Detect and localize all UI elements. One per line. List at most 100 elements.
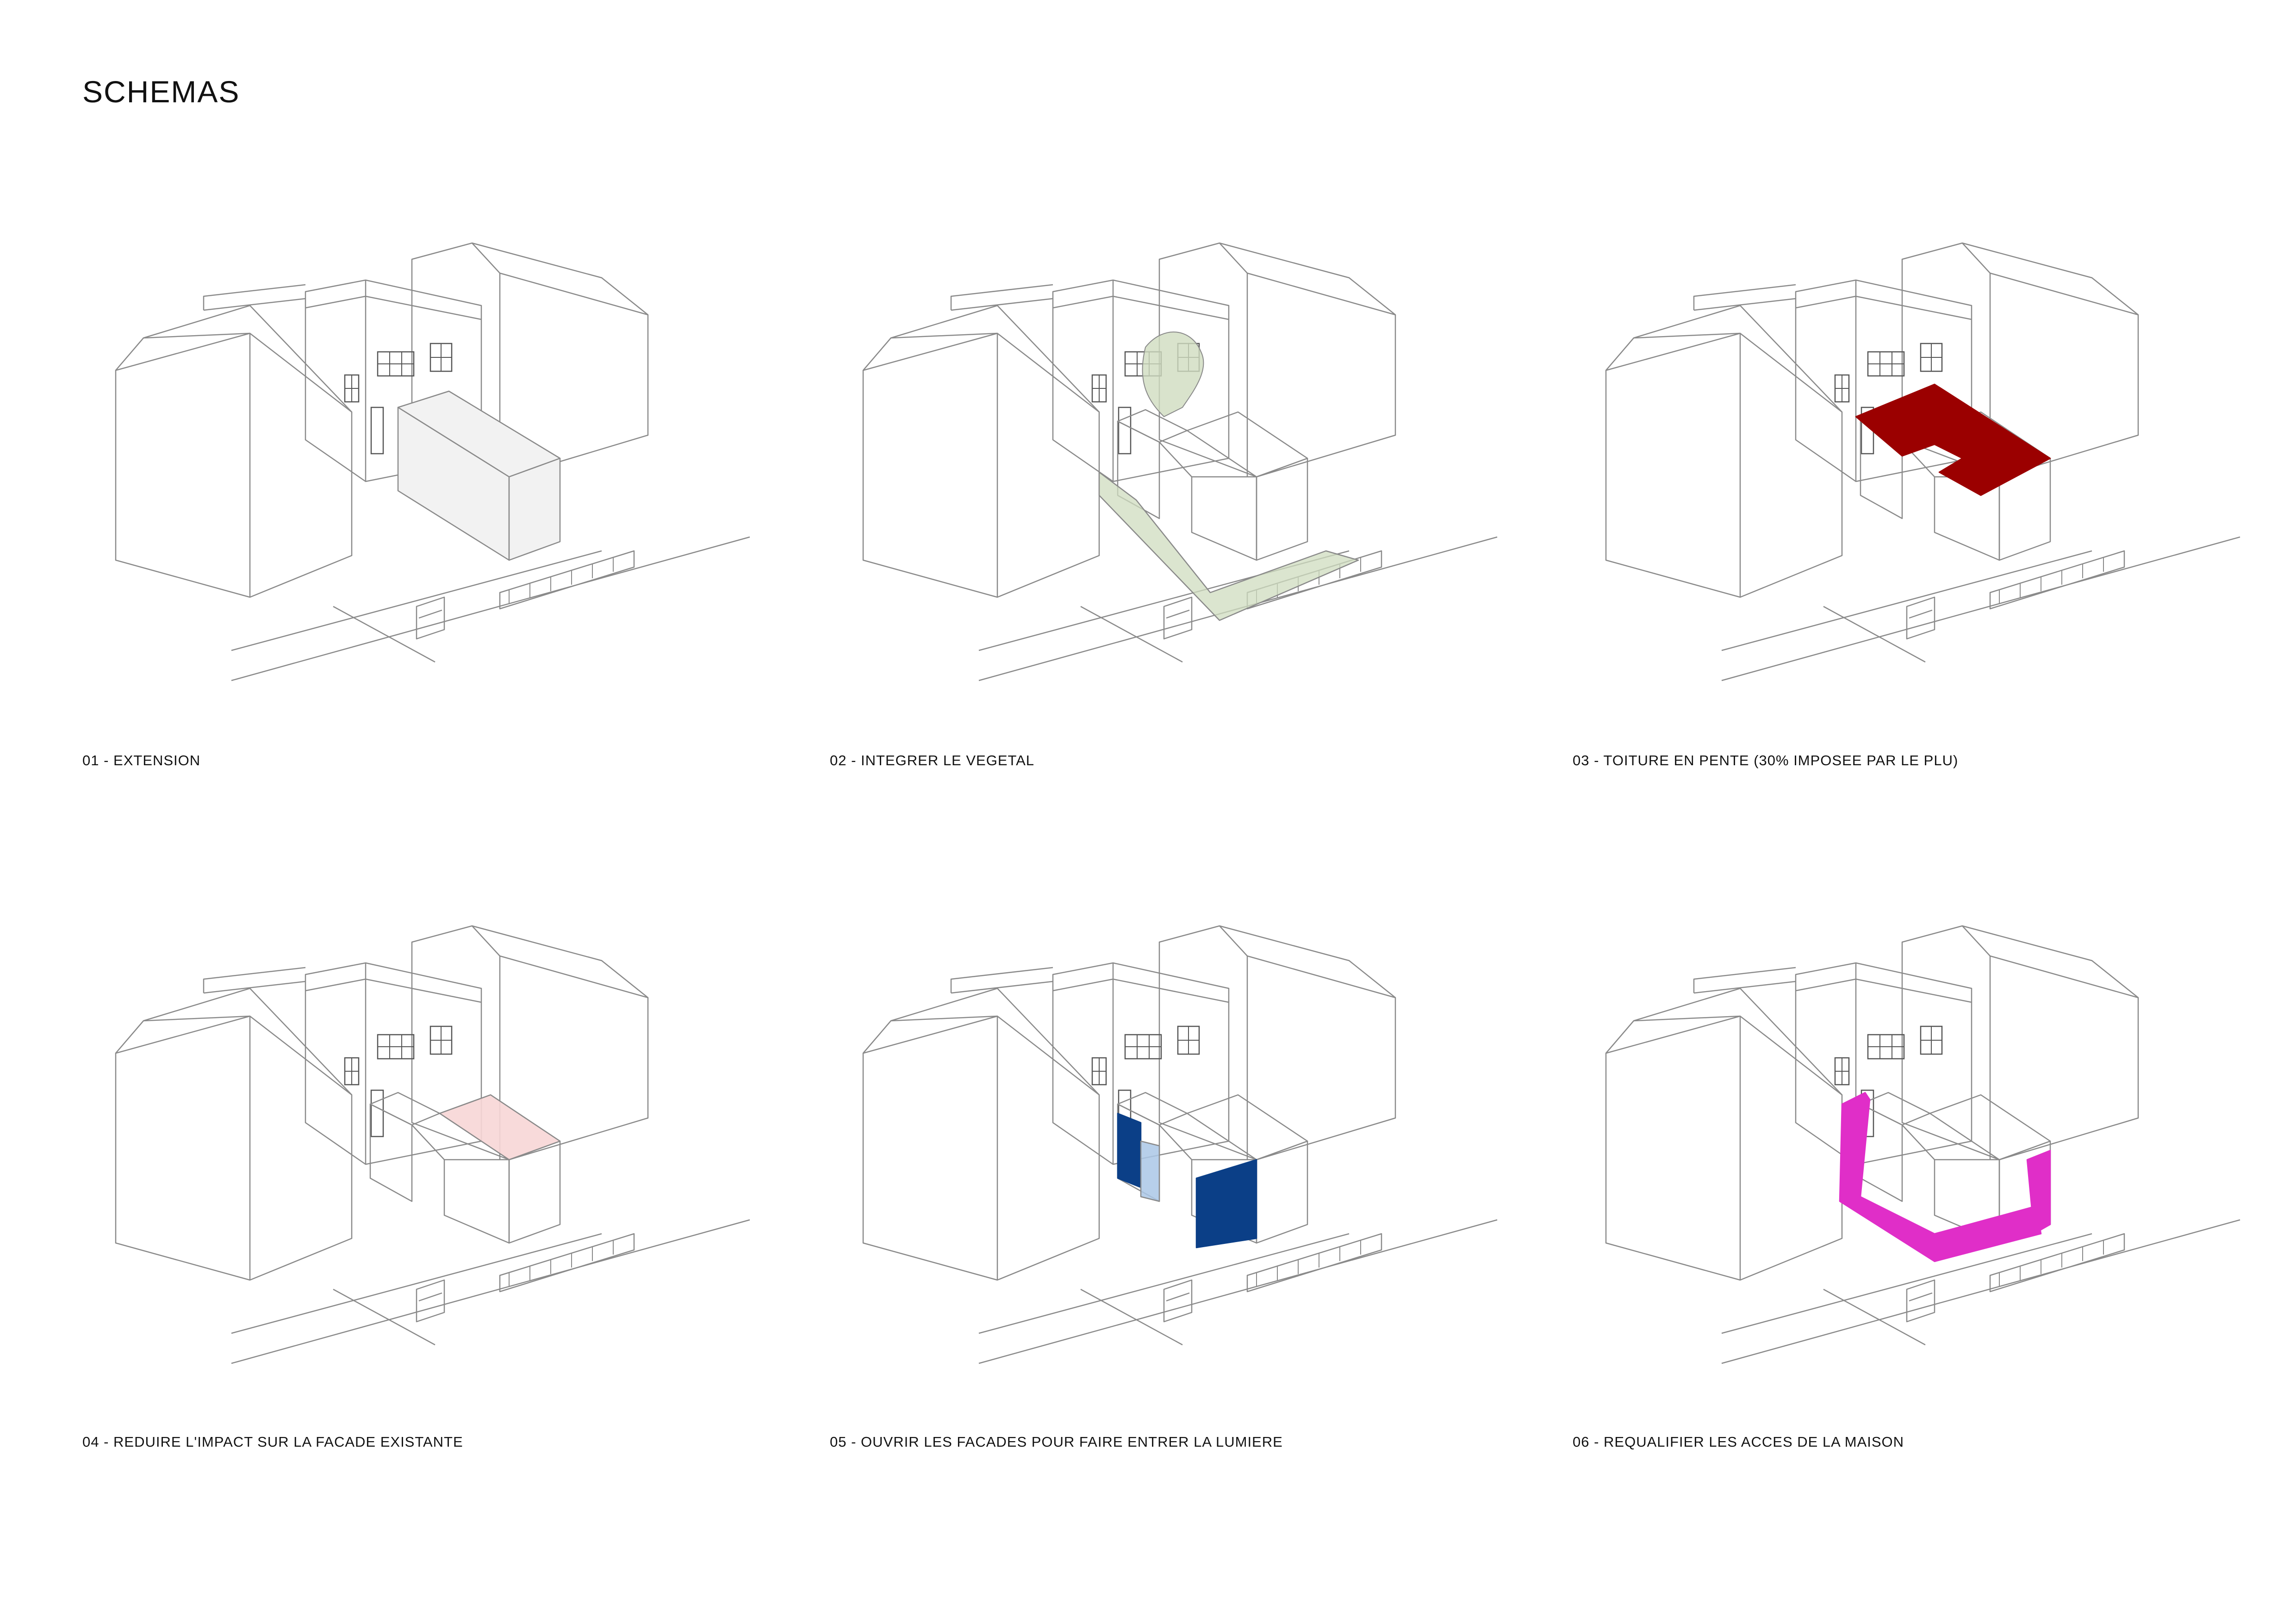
- axonometric-drawing: [115, 925, 750, 1364]
- left-house-ridge: [143, 332, 250, 339]
- back-wall-line: [951, 298, 1053, 311]
- gate-pillar: [1163, 596, 1193, 640]
- gate-pillar: [1906, 1279, 1935, 1323]
- sidewalk-line: [978, 1233, 1350, 1334]
- schema-05-light: [840, 882, 1543, 1484]
- gate-pillar: [416, 596, 445, 640]
- gate-pillar-line: [418, 609, 442, 619]
- plot-edge-line: [1080, 1288, 1183, 1346]
- extension-link: [1159, 442, 1192, 477]
- extension-gable: [1256, 1140, 1308, 1244]
- back-wall-line: [203, 981, 306, 994]
- gate-pillar-line: [1166, 609, 1190, 619]
- plot-edge-line: [1080, 606, 1183, 663]
- front-fence: [1246, 1233, 1382, 1293]
- extension-link: [1159, 1124, 1192, 1160]
- main-house: [1052, 279, 1230, 482]
- vegetal-ground-patch: [1098, 471, 1359, 621]
- left-house-roof: [115, 987, 352, 1095]
- back-wall-line: [950, 284, 1053, 310]
- left-house-ridge: [1633, 332, 1741, 339]
- right-house: [1158, 925, 1396, 1161]
- left-house-roof: [863, 987, 1100, 1095]
- front-fence: [499, 550, 635, 610]
- street-line: [978, 1219, 1498, 1364]
- right-house-roof: [472, 243, 648, 316]
- plot-edge-line: [1823, 606, 1926, 663]
- opening-dark-right: [1195, 1159, 1257, 1249]
- back-wall-line: [1693, 967, 1796, 993]
- main-house-cornice: [305, 978, 482, 1003]
- street-line: [1721, 536, 2240, 681]
- sidewalk-line: [1721, 1233, 2092, 1334]
- left-house-ridge: [1633, 1015, 1741, 1022]
- schema-03-roof: [1583, 199, 2286, 801]
- door-icon: [1118, 406, 1132, 455]
- left-house-ridge: [143, 1015, 250, 1022]
- right-house: [411, 925, 649, 1161]
- axonometric-drawing: [115, 242, 750, 681]
- main-house-cornice: [1795, 295, 1972, 320]
- plot-edge-line: [1823, 1288, 1926, 1346]
- main-house-cornice: [1052, 978, 1229, 1003]
- main-house: [1795, 962, 1972, 1165]
- front-fence: [1989, 550, 2125, 610]
- gate-pillar: [1163, 1279, 1193, 1323]
- axonometric-drawing: [862, 925, 1498, 1364]
- street-line: [231, 1219, 750, 1364]
- back-wall-line: [950, 967, 1053, 993]
- left-house: [862, 332, 1100, 598]
- back-wall-line: [1693, 981, 1796, 994]
- gate-pillar: [1906, 596, 1935, 640]
- right-house: [1901, 925, 2139, 1161]
- left-house-roof: [863, 305, 1100, 412]
- right-house-roof: [1962, 243, 2139, 316]
- schema-04-impact: [93, 882, 796, 1484]
- back-wall-line: [1693, 298, 1796, 311]
- axonometric-drawing: [862, 242, 1498, 681]
- gate-pillar-line: [1909, 609, 1933, 619]
- front-fence: [1989, 1233, 2125, 1293]
- street-line: [231, 536, 750, 681]
- caption-05: 05 - OUVRIR LES FACADES POUR FAIRE ENTRE…: [830, 1434, 1283, 1450]
- left-house: [115, 1015, 353, 1281]
- access-path-highlight: [1839, 1092, 2042, 1262]
- street-line: [1721, 1219, 2240, 1364]
- reduced-impact-highlight: [439, 1094, 561, 1161]
- gate-pillar-line: [418, 1292, 442, 1302]
- left-house: [862, 1015, 1100, 1281]
- plot-edge-line: [333, 606, 436, 663]
- main-house: [305, 962, 482, 1165]
- caption-02: 02 - INTEGRER LE VEGETAL: [830, 752, 1035, 768]
- extension-front: [508, 457, 561, 561]
- extension-gable: [1256, 457, 1308, 561]
- back-wall-line: [203, 967, 306, 993]
- back-wall-line: [203, 298, 306, 311]
- sidewalk-line: [231, 550, 602, 651]
- sidewalk-line: [1721, 550, 2092, 651]
- back-wall-line: [203, 284, 306, 310]
- access-entry-highlight: [2026, 1149, 2051, 1235]
- extension-wall-back: [1117, 420, 1160, 519]
- gate-pillar: [416, 1279, 445, 1323]
- plot-edge-line: [333, 1288, 436, 1346]
- extension-wall-back: [369, 1103, 413, 1202]
- left-house: [1605, 1015, 1843, 1281]
- axonometric-drawing: [1605, 925, 2240, 1364]
- right-house-roof: [1962, 925, 2139, 999]
- page-title: SCHEMAS: [82, 75, 240, 109]
- right-house-roof: [1219, 925, 1396, 999]
- gate-pillar-line: [1909, 1292, 1933, 1302]
- opening-dark-left: [1117, 1112, 1142, 1188]
- axonometric-drawing: [1605, 242, 2240, 681]
- left-house-ridge: [890, 1015, 998, 1022]
- door-icon: [370, 406, 384, 455]
- left-house: [115, 332, 353, 598]
- caption-04: 04 - REDUIRE L'IMPACT SUR LA FACADE EXIS…: [82, 1434, 463, 1450]
- schema-01-extension: [93, 199, 796, 801]
- front-fence: [499, 1233, 635, 1293]
- caption-06: 06 - REQUALIFIER LES ACCES DE LA MAISON: [1573, 1434, 1904, 1450]
- door-icon: [370, 1089, 384, 1137]
- vegetal-wall-patch: [1142, 331, 1204, 418]
- sloped-roof-highlight: [1855, 383, 2051, 496]
